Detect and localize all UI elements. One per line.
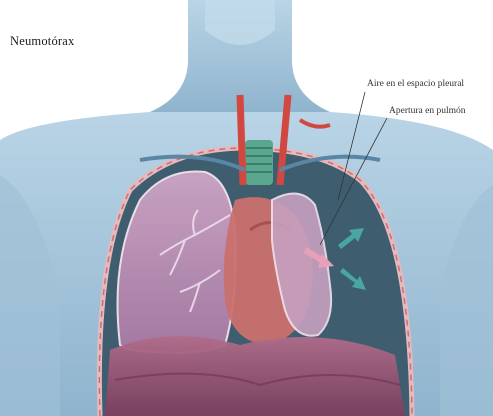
- carotid-artery-left: [240, 95, 243, 185]
- label-lung-opening: Apertura en pulmón: [389, 106, 466, 116]
- trachea: [245, 140, 273, 185]
- label-air-pleural-space: Aire en el espacio pleural: [367, 79, 464, 89]
- figure-title: Neumotórax: [10, 34, 74, 49]
